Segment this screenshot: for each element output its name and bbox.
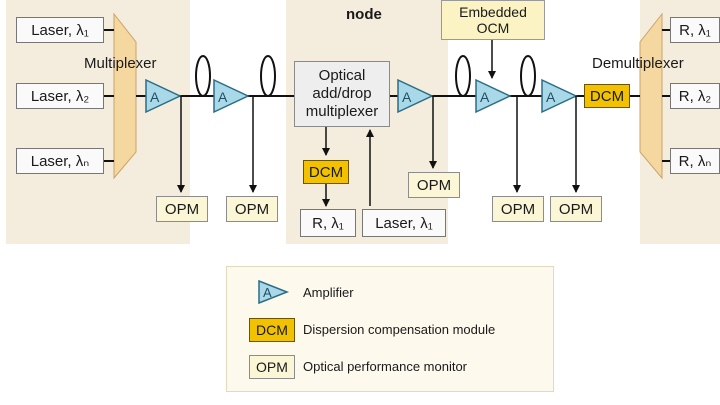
amplifier: A: [541, 78, 578, 114]
legend-opm-text: Optical performance monitor: [303, 359, 468, 374]
fiber-spool: [260, 55, 276, 97]
fiber-spool: [520, 55, 536, 97]
opm-monitor: OPM: [550, 196, 602, 222]
amplifier: A: [213, 78, 250, 114]
line-dcm: DCM: [584, 84, 630, 108]
oadm-line-2: add/drop: [312, 85, 372, 102]
oadm-add-laser: Laser, λ₁: [362, 209, 446, 237]
amplifier-label: A: [218, 89, 228, 105]
opm-monitor: OPM: [492, 196, 544, 222]
multiplexer-label: Multiplexer: [84, 55, 157, 72]
opm-monitor: OPM: [156, 196, 208, 222]
laser-transmitter-2: Laser, λ₂: [16, 83, 104, 109]
legend: A Amplifier DCM Dispersion compensation …: [226, 266, 554, 392]
amplifier-label: A: [402, 89, 412, 105]
svg-text:A: A: [263, 285, 272, 300]
legend-amplifier-symbol: A: [258, 279, 290, 305]
legend-dcm-text: Dispersion compensation module: [303, 322, 496, 337]
legend-opm-symbol: OPM: [249, 355, 295, 379]
receiver-2: R, λ₂: [670, 83, 720, 109]
receiver-n: R, λₙ: [670, 148, 720, 174]
ocm-line-1: Embedded: [459, 3, 527, 20]
legend-amplifier-text: Amplifier: [303, 285, 354, 300]
legend-dcm-symbol: DCM: [249, 318, 295, 342]
amplifier: A: [475, 78, 512, 114]
opm-monitor: OPM: [408, 172, 460, 198]
amplifier: A: [145, 78, 182, 114]
opm-monitor: OPM: [226, 196, 278, 222]
laser-transmitter-1: Laser, λ₁: [16, 17, 104, 43]
amplifier-label: A: [480, 89, 490, 105]
amplifier: A: [397, 78, 434, 114]
multiplexer-shape: [113, 12, 137, 180]
oadm-node-title: node: [346, 6, 382, 23]
demultiplexer-shape: [639, 12, 663, 180]
fiber-spool: [455, 55, 471, 97]
embedded-ocm: Embedded OCM: [441, 0, 545, 40]
oadm-line-1: Optical: [318, 67, 366, 84]
ocm-line-2: OCM: [476, 20, 510, 36]
oadm-drop-receiver: R, λ₁: [300, 209, 356, 237]
oadm-line-3: multiplexer: [305, 103, 379, 120]
demultiplexer-label: Demultiplexer: [592, 55, 684, 72]
receiver-1: R, λ₁: [670, 17, 720, 43]
amplifier-label: A: [546, 89, 556, 105]
optical-add-drop-multiplexer: Optical add/drop multiplexer: [294, 61, 390, 127]
amplifier-label: A: [150, 89, 160, 105]
laser-transmitter-n: Laser, λₙ: [16, 148, 104, 174]
fiber-spool: [195, 55, 211, 97]
oadm-drop-dcm: DCM: [303, 160, 349, 184]
